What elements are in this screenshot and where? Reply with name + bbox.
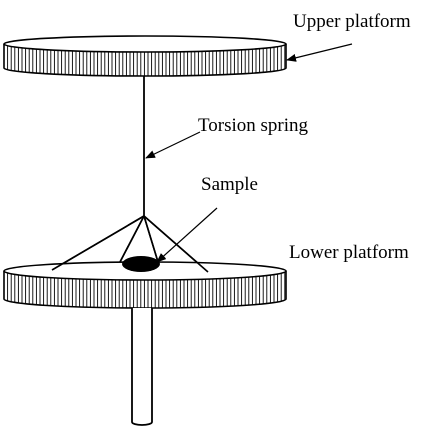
upper-platform-top: [3, 35, 287, 53]
sample: [122, 256, 160, 272]
lower-platform-rim: [3, 271, 287, 309]
torsion-spring-arrow: [145, 131, 201, 159]
suspension-strings-front: [51, 215, 209, 273]
lower-platform-ribs: [7, 272, 286, 308]
label-torsion-spring: Torsion spring: [198, 115, 309, 136]
upper-platform-arrow: [286, 43, 353, 62]
support-rod: [131, 308, 153, 426]
label-lower-platform: Lower platform: [289, 242, 409, 263]
label-sample: Sample: [201, 174, 258, 195]
upper-platform: [3, 35, 287, 77]
sample-arrow: [156, 207, 218, 263]
upper-platform-ribs: [7, 45, 286, 76]
lower-platform: [3, 261, 287, 309]
label-upper-platform: Upper platform: [293, 11, 411, 32]
upper-platform-rim: [3, 44, 287, 77]
